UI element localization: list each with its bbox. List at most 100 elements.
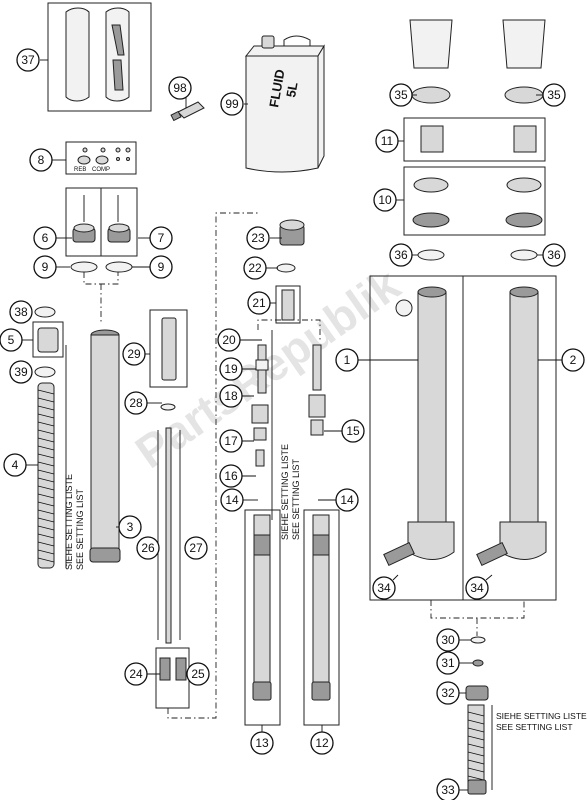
callout-18: 18 <box>219 384 243 408</box>
callout-29: 29 <box>122 342 146 366</box>
bottom-valve-parts <box>430 600 525 795</box>
callout-12: 12 <box>310 731 334 755</box>
callout-30: 30 <box>436 628 460 652</box>
callout-2: 2 <box>561 348 585 372</box>
svg-text:34: 34 <box>377 581 391 595</box>
svg-text:24: 24 <box>129 667 143 681</box>
callout-1: 1 <box>335 348 359 372</box>
svg-text:15: 15 <box>346 424 360 438</box>
main-spring <box>37 382 55 569</box>
damper-rod-assembly <box>149 309 190 709</box>
svg-text:8: 8 <box>38 153 45 167</box>
svg-text:5: 5 <box>8 333 15 347</box>
svg-text:31: 31 <box>441 656 455 670</box>
callout-36-left: 36 <box>389 243 413 267</box>
svg-text:14: 14 <box>225 493 239 507</box>
callout-4: 4 <box>3 453 27 477</box>
svg-text:13: 13 <box>255 736 269 750</box>
svg-text:19: 19 <box>224 362 238 376</box>
svg-text:99: 99 <box>225 97 239 111</box>
svg-text:17: 17 <box>224 434 238 448</box>
svg-text:20: 20 <box>222 333 236 347</box>
callout-33: 33 <box>436 778 460 800</box>
setting-note-de-left: SIEHE SETTING LISTE <box>64 474 74 570</box>
svg-text:37: 37 <box>21 53 35 67</box>
callout-9-left: 9 <box>33 255 57 279</box>
callout-20: 20 <box>217 328 241 352</box>
callout-17: 17 <box>219 429 243 453</box>
svg-text:38: 38 <box>14 305 28 319</box>
svg-text:32: 32 <box>441 686 455 700</box>
svg-text:21: 21 <box>252 296 266 310</box>
svg-text:35: 35 <box>394 88 408 102</box>
svg-text:36: 36 <box>394 248 408 262</box>
comp-label: COMP <box>92 167 110 173</box>
callout-8: 8 <box>29 148 53 172</box>
inner-fork-tube <box>89 329 121 563</box>
svg-text:4: 4 <box>12 458 19 472</box>
callout-6: 6 <box>33 226 57 250</box>
svg-text:16: 16 <box>224 469 238 483</box>
svg-text:10: 10 <box>378 193 392 207</box>
svg-text:11: 11 <box>381 134 394 148</box>
setting-note-de-right: SIEHE SETTING LISTE <box>496 711 587 721</box>
callout-34-left: 34 <box>372 576 396 600</box>
setting-note-en-center: SEE SETTING LIST <box>291 458 301 540</box>
callout-14-left: 14 <box>220 488 244 512</box>
cartridge-parts: SIEHE SETTING LISTE SEE SETTING LIST <box>251 219 326 540</box>
svg-text:25: 25 <box>191 667 205 681</box>
reb-label: REB <box>74 167 86 173</box>
svg-text:22: 22 <box>248 261 262 275</box>
callout-35-right: 35 <box>542 83 566 107</box>
callout-5: 5 <box>0 328 23 352</box>
svg-text:2: 2 <box>570 353 577 367</box>
svg-text:6: 6 <box>42 231 49 245</box>
damping-cartridges <box>244 509 340 726</box>
callout-31: 31 <box>436 651 460 675</box>
svg-text:30: 30 <box>441 633 455 647</box>
svg-text:9: 9 <box>42 260 49 274</box>
grease-tube <box>170 101 205 122</box>
callout-22: 22 <box>243 256 267 280</box>
callout-36-right: 36 <box>542 243 566 267</box>
svg-text:18: 18 <box>224 389 238 403</box>
callout-39: 39 <box>9 360 33 384</box>
can-label-volume: 5L <box>283 81 300 99</box>
setting-note-de-center: SIEHE SETTING LISTE <box>280 444 290 540</box>
svg-text:27: 27 <box>189 541 203 555</box>
callout-13: 13 <box>250 731 274 755</box>
callout-24: 24 <box>124 662 148 686</box>
adjuster-knobs: REB COMP <box>65 141 137 175</box>
callout-34-right: 34 <box>465 576 489 600</box>
setting-note-en-right: SEE SETTING LIST <box>496 722 573 732</box>
callout-7: 7 <box>149 226 173 250</box>
callout-15: 15 <box>341 419 365 443</box>
callout-27: 27 <box>184 536 208 560</box>
svg-text:23: 23 <box>251 231 265 245</box>
svg-text:98: 98 <box>173 81 187 95</box>
outer-fork-tubes <box>369 275 557 601</box>
svg-text:33: 33 <box>441 783 455 797</box>
svg-text:35: 35 <box>547 88 561 102</box>
upper-bushings <box>403 19 546 261</box>
callout-10: 10 <box>373 188 397 212</box>
callout-37: 37 <box>16 48 40 72</box>
svg-text:34: 34 <box>470 581 484 595</box>
setting-note-en-left: SEE SETTING LIST <box>75 488 85 570</box>
callout-35-left: 35 <box>389 83 413 107</box>
callout-32: 32 <box>436 681 460 705</box>
svg-text:12: 12 <box>315 736 329 750</box>
svg-text:14: 14 <box>340 493 354 507</box>
callout-21: 21 <box>247 291 271 315</box>
callout-19: 19 <box>219 357 243 381</box>
fork-protector-sleeves <box>47 2 152 112</box>
fork-fluid-can: FLUID 5L <box>244 35 325 173</box>
fork-cap-assemblies <box>65 187 138 273</box>
callout-99: 99 <box>220 92 244 116</box>
svg-text:1: 1 <box>344 353 351 367</box>
svg-text:9: 9 <box>158 260 165 274</box>
svg-text:3: 3 <box>127 520 134 534</box>
svg-text:26: 26 <box>141 541 155 555</box>
callout-16: 16 <box>219 464 243 488</box>
callout-25: 25 <box>186 662 210 686</box>
